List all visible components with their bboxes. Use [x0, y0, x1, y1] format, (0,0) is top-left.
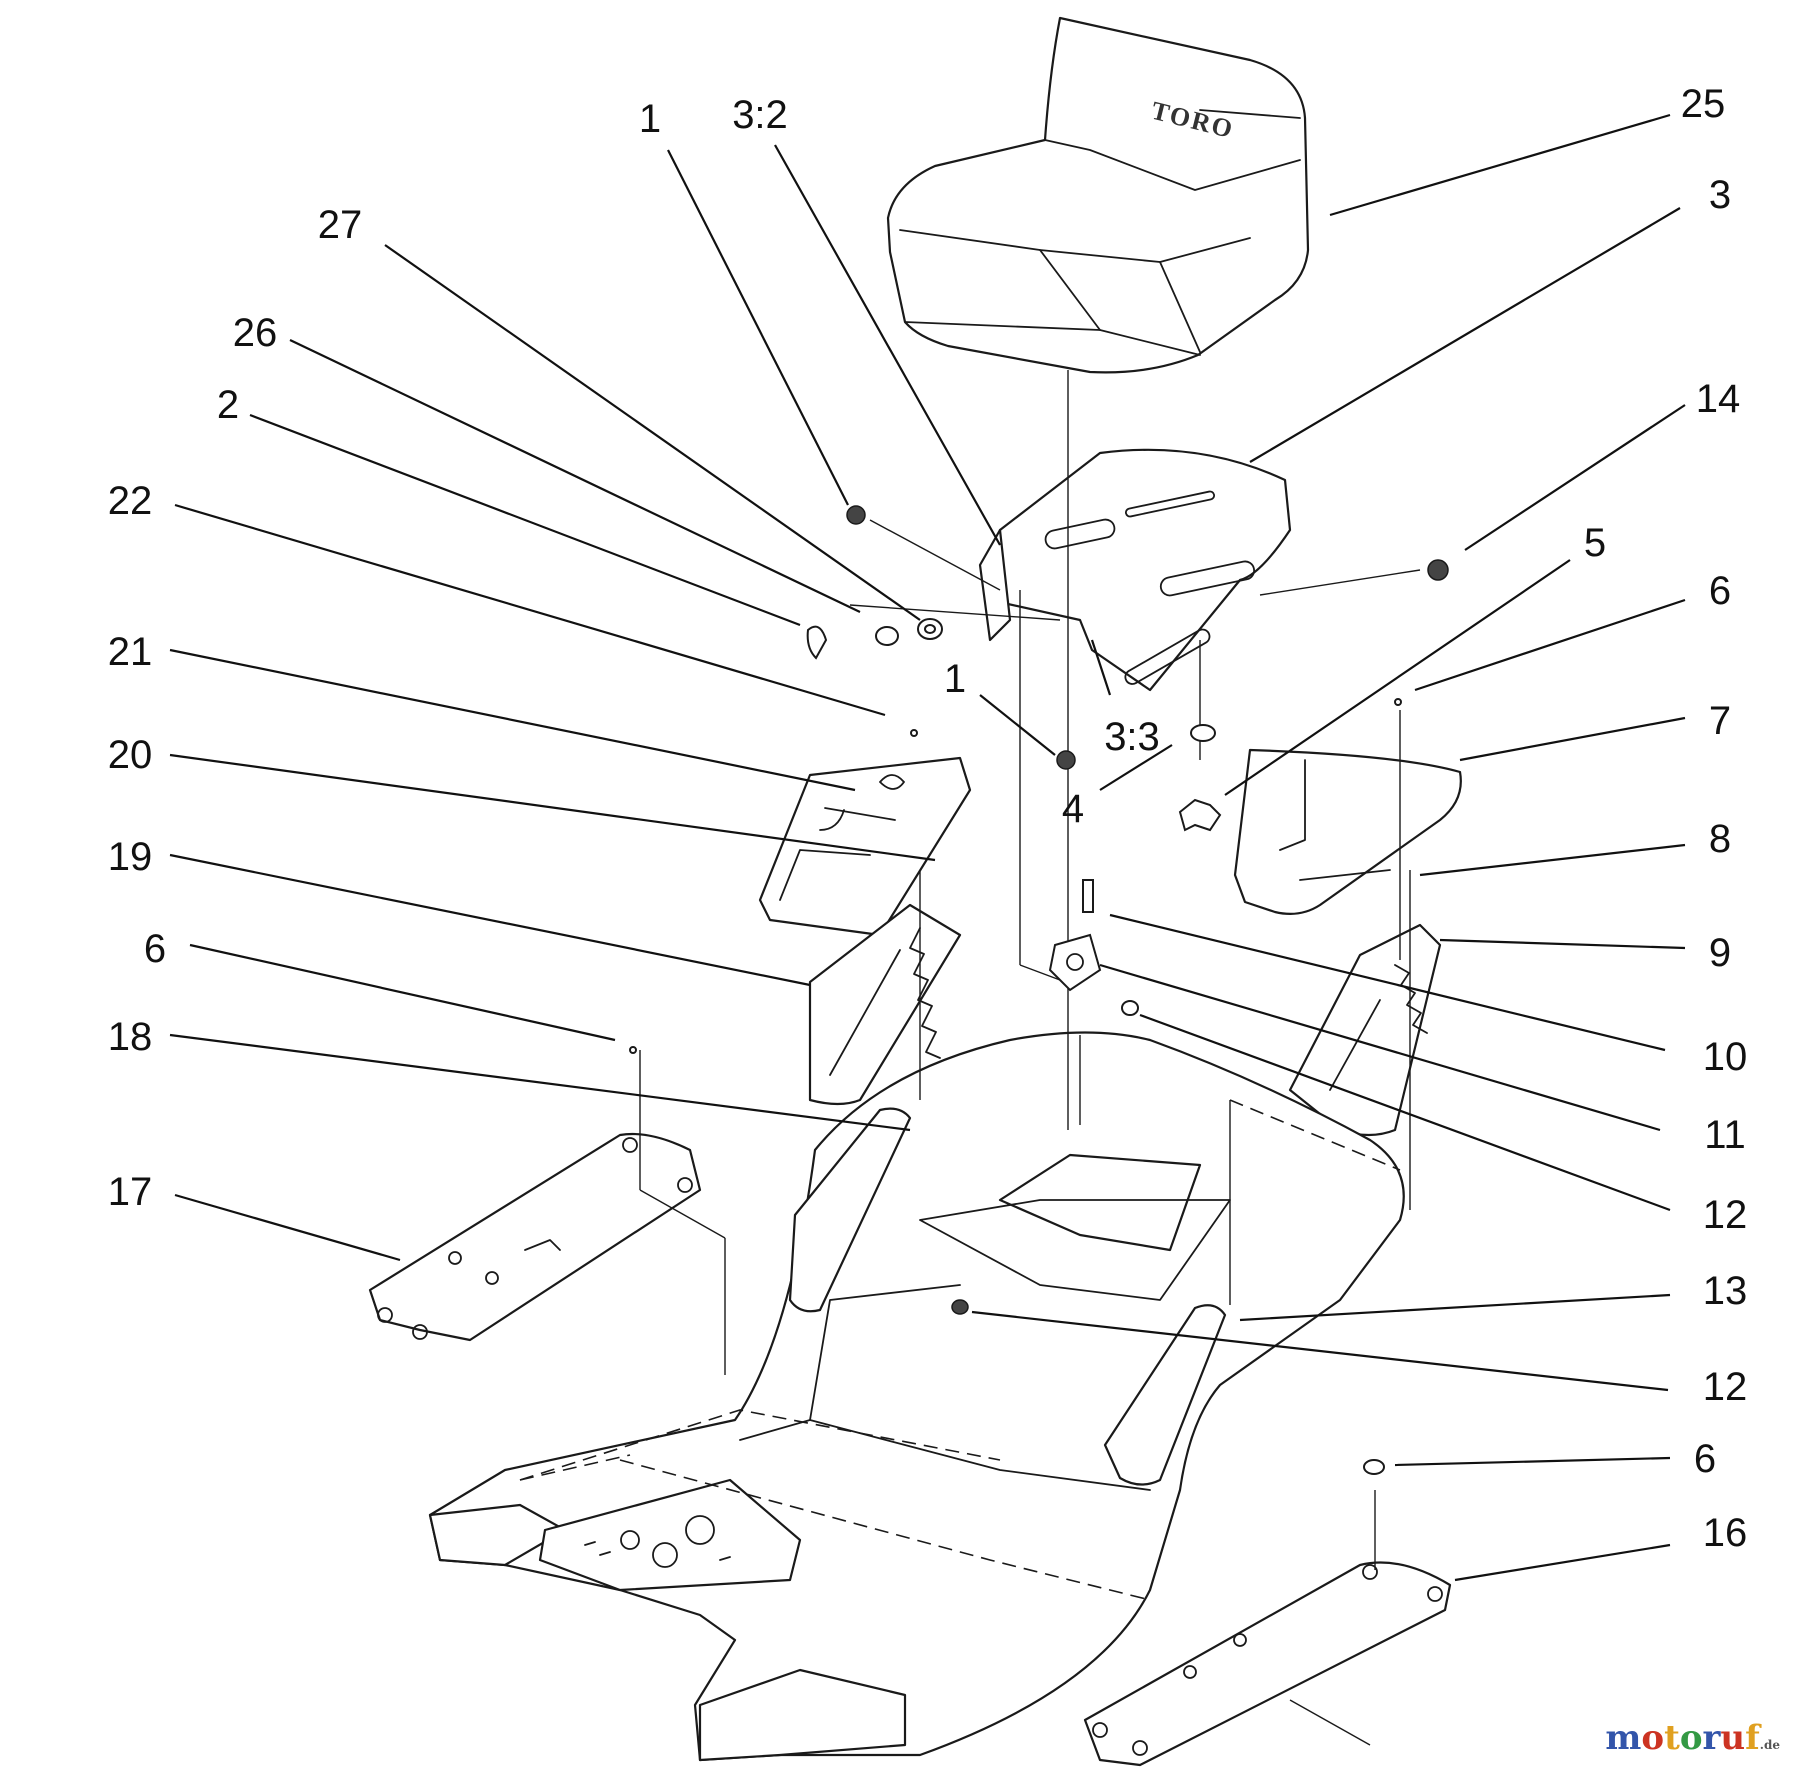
callout-3-3: 3:3 — [1104, 715, 1160, 759]
callout-12-lower: 12 — [1703, 1365, 1748, 1409]
callout-12-upper: 12 — [1703, 1193, 1748, 1237]
callout-1-top: 1 — [639, 97, 661, 141]
callout-26: 26 — [233, 311, 278, 355]
left-fender-pad — [758, 756, 972, 937]
left-floor-plate — [368, 1132, 702, 1342]
nut-1-upper — [846, 505, 866, 525]
bolt-10 — [1082, 879, 1094, 913]
callout-13: 13 — [1703, 1269, 1748, 1313]
right-floor-plate — [1083, 1561, 1452, 1767]
callout-10: 10 — [1703, 1035, 1748, 1079]
nut-26 — [875, 626, 899, 646]
callout-6-lower: 6 — [1694, 1437, 1716, 1481]
watermark-text: motoruf — [1605, 1718, 1760, 1758]
plug-6-lower — [1363, 1459, 1385, 1475]
callout-3: 3 — [1709, 173, 1731, 217]
switch-14 — [1427, 559, 1449, 581]
callout-16: 16 — [1703, 1511, 1748, 1555]
clip-2 — [806, 625, 828, 660]
callout-21: 21 — [108, 630, 153, 674]
right-shift-gate — [1288, 923, 1442, 1137]
callout-4: 4 — [1062, 787, 1084, 831]
seat-pan — [978, 448, 1292, 692]
callout-6-left: 6 — [144, 927, 166, 971]
callout-5: 5 — [1584, 521, 1606, 565]
fender-body — [428, 1031, 1405, 1762]
watermark-suffix: .de — [1759, 1738, 1780, 1752]
callout-14: 14 — [1696, 377, 1741, 421]
pin-6-left — [629, 1046, 637, 1054]
hardware — [629, 505, 1449, 1475]
callout-6-right: 6 — [1709, 569, 1731, 613]
callout-3-2: 3:2 — [732, 93, 788, 137]
callout-20: 20 — [108, 733, 153, 777]
callout-27: 27 — [318, 203, 363, 247]
callout-7: 7 — [1709, 699, 1731, 743]
watermark: motoruf.de — [1605, 1718, 1780, 1758]
nut-12-upper — [1121, 1000, 1139, 1016]
callout-22: 22 — [108, 479, 153, 523]
right-fender-pad — [1233, 748, 1462, 915]
callout-19: 19 — [108, 835, 153, 879]
callout-1-mid: 1 — [944, 657, 966, 701]
callout-9: 9 — [1709, 931, 1731, 975]
callout-17: 17 — [108, 1170, 153, 1214]
callout-25: 25 — [1681, 82, 1726, 126]
knob-5 — [1178, 798, 1222, 832]
callout-11: 11 — [1704, 1113, 1746, 1157]
seat: TORO — [886, 16, 1310, 374]
callout-8: 8 — [1709, 817, 1731, 861]
nut-1-lower — [1056, 750, 1076, 770]
pin-22 — [910, 729, 918, 737]
bracket-11 — [1048, 933, 1102, 992]
washer-4 — [1190, 724, 1216, 742]
left-shift-gate — [808, 903, 962, 1106]
nut-12-lower — [951, 1299, 969, 1315]
callout-2: 2 — [217, 383, 239, 427]
pin-6-upper — [1394, 698, 1402, 706]
callout-18: 18 — [108, 1015, 153, 1059]
assembly-lines — [639, 370, 1421, 1746]
leader-lines — [169, 113, 1686, 1582]
callout-labels: 25 3 1 3:2 27 26 2 22 21 20 19 6 18 17 1… — [108, 82, 1748, 1555]
